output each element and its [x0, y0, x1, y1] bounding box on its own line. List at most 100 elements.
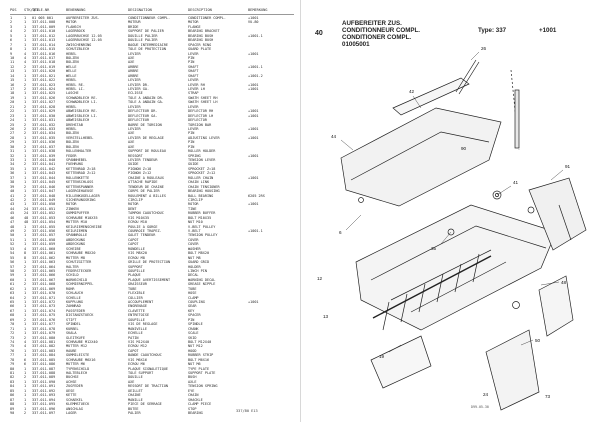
cell-german-name: SCHRAUBE M6X16	[66, 357, 96, 362]
cell-pos: 28	[10, 135, 15, 140]
callout-44: 44	[331, 134, 337, 139]
cell-pos: 66	[10, 304, 15, 309]
cell-german-name: SCHUTZGITTER	[66, 260, 92, 265]
cell-german-name: FEDERSTECKER	[66, 268, 92, 273]
cell-part-number: 337.011.078	[32, 326, 56, 331]
cell-pos: 32	[10, 153, 15, 158]
cell-qty: 1	[24, 166, 27, 171]
cell-part-number: 337.011.071	[32, 295, 56, 300]
cell-part-number: 337.011.012	[32, 33, 56, 38]
cell-french-name: TOLE A ANDAIN DR.	[128, 95, 164, 100]
cell-part-number: 337.011.053	[32, 215, 56, 220]
frame-rib-lines	[390, 249, 507, 313]
cell-part-number: 337.011.092	[32, 388, 56, 393]
cell-french-name: TUBE	[128, 286, 137, 291]
cell-english-name: PIN	[188, 144, 195, 149]
cell-french-name: GOUPILLE	[128, 317, 145, 322]
cell-pos: 78	[10, 357, 15, 362]
cell-german-name: MUTTER M10	[66, 220, 88, 225]
drawing-reference: D99-05-30	[471, 405, 489, 409]
cell-french-name: GRILLE DE PROTECTION	[128, 260, 171, 265]
callout-90: 90	[461, 146, 467, 151]
cell-french-name: LEVIER	[128, 104, 141, 109]
column-german: BENENNUNG	[66, 8, 86, 12]
callout-6: 6	[339, 230, 342, 235]
cell-qty: 1	[24, 348, 27, 353]
cell-english-name: TYPE PLATE	[188, 366, 210, 371]
parts-list-header: POS STK/QTE TEILE-NR BENENNUNG DESIGNATI…	[10, 6, 294, 15]
cell-french-name: ECLISSE	[128, 91, 143, 96]
cell-french-name: CHAINE A ROULEAUX	[128, 175, 164, 180]
cell-pos: 68	[10, 313, 15, 318]
cell-qty: 1	[24, 233, 27, 238]
cell-part-number: 337.011.074	[32, 308, 56, 313]
cell-part-number: 337.011.058	[32, 237, 56, 242]
cell-french-name: BANDE CAOUTCHOUC	[128, 353, 162, 358]
spring-coil-drawing	[514, 89, 520, 149]
cell-part-number: 337.011.045	[32, 180, 56, 185]
cell-french-name: VIS M12X40	[128, 339, 150, 344]
cover-crease-line	[350, 131, 490, 181]
cell-german-name: AUFBEREITER ZUS.	[66, 16, 100, 20]
cell-pos: 42	[10, 197, 15, 202]
title-english: CONDITIONER COMPL.	[342, 34, 412, 41]
cell-english-name: RUBBER BUFFER	[188, 211, 216, 216]
cell-qty: 1	[24, 16, 27, 20]
cell-german-name: KETTENSPANNER	[66, 184, 94, 189]
cell-english-name: FLANGE	[188, 24, 201, 29]
cell-qty: 1	[24, 78, 27, 83]
cell-french-name: LEVIER TENDEUR	[128, 158, 158, 162]
cell-part-number: 337.011.065	[32, 268, 56, 273]
cell-pos: 49	[10, 229, 15, 233]
cell-part-number: 337.011.038	[32, 149, 56, 154]
title-german: AUFBEREITER ZUS.	[342, 20, 402, 27]
cell-english-name: SHAFT	[188, 64, 199, 69]
column-part-number: TEILE-NR	[32, 8, 50, 12]
cell-english-name: BEARING BUSH	[188, 33, 214, 38]
type-label: Type: 337	[478, 27, 507, 34]
cell-part-number: 337.011.080	[32, 335, 56, 340]
cell-part-number: 337.011.018	[32, 60, 56, 65]
cell-qty: 2	[24, 193, 27, 198]
cell-pos: 74	[10, 339, 15, 344]
cell-german-name: ROHR	[66, 286, 75, 291]
cell-french-name: DOUILLE PALIER	[128, 38, 158, 43]
cell-qty: 2	[24, 410, 27, 415]
cell-german-name: ROLLENHALTER	[66, 149, 92, 154]
cell-german-name: BOLZEN	[66, 144, 79, 149]
cell-part-number: 337.011.013	[32, 38, 56, 43]
cell-pos: 62	[10, 286, 15, 291]
cell-pos: 58	[10, 268, 15, 273]
cell-english-name: LEVER RH	[188, 82, 205, 87]
cell-remark: +1001.2	[248, 73, 263, 78]
cell-qty: 1	[24, 153, 27, 158]
cell-german-name: SPINDEL	[66, 322, 81, 327]
cell-french-name: BUTEE	[128, 406, 139, 411]
cell-french-name: DENT	[128, 206, 137, 211]
cell-german-name: KEILRIEMEN	[66, 229, 88, 233]
cell-pos: 20	[10, 100, 15, 105]
cell-english-name: HOSE	[188, 291, 197, 296]
cell-german-name: WELLE	[66, 73, 77, 78]
cell-part-number: 337.011.064	[32, 264, 56, 269]
cell-pos: 79	[10, 362, 15, 367]
cell-part-number: 337.011.057	[32, 233, 56, 238]
cell-french-name: DEFLECTEUR	[128, 118, 150, 123]
cell-french-name: TENDEUR DE CHAINE	[128, 184, 164, 189]
cell-french-name: ECROU M10	[128, 220, 147, 225]
cell-german-name: WELLE	[66, 64, 77, 69]
cell-french-name: VIS M8X20	[128, 251, 147, 256]
cell-part-number: 337.011.031	[32, 118, 56, 123]
cell-qty: 1	[24, 397, 27, 402]
